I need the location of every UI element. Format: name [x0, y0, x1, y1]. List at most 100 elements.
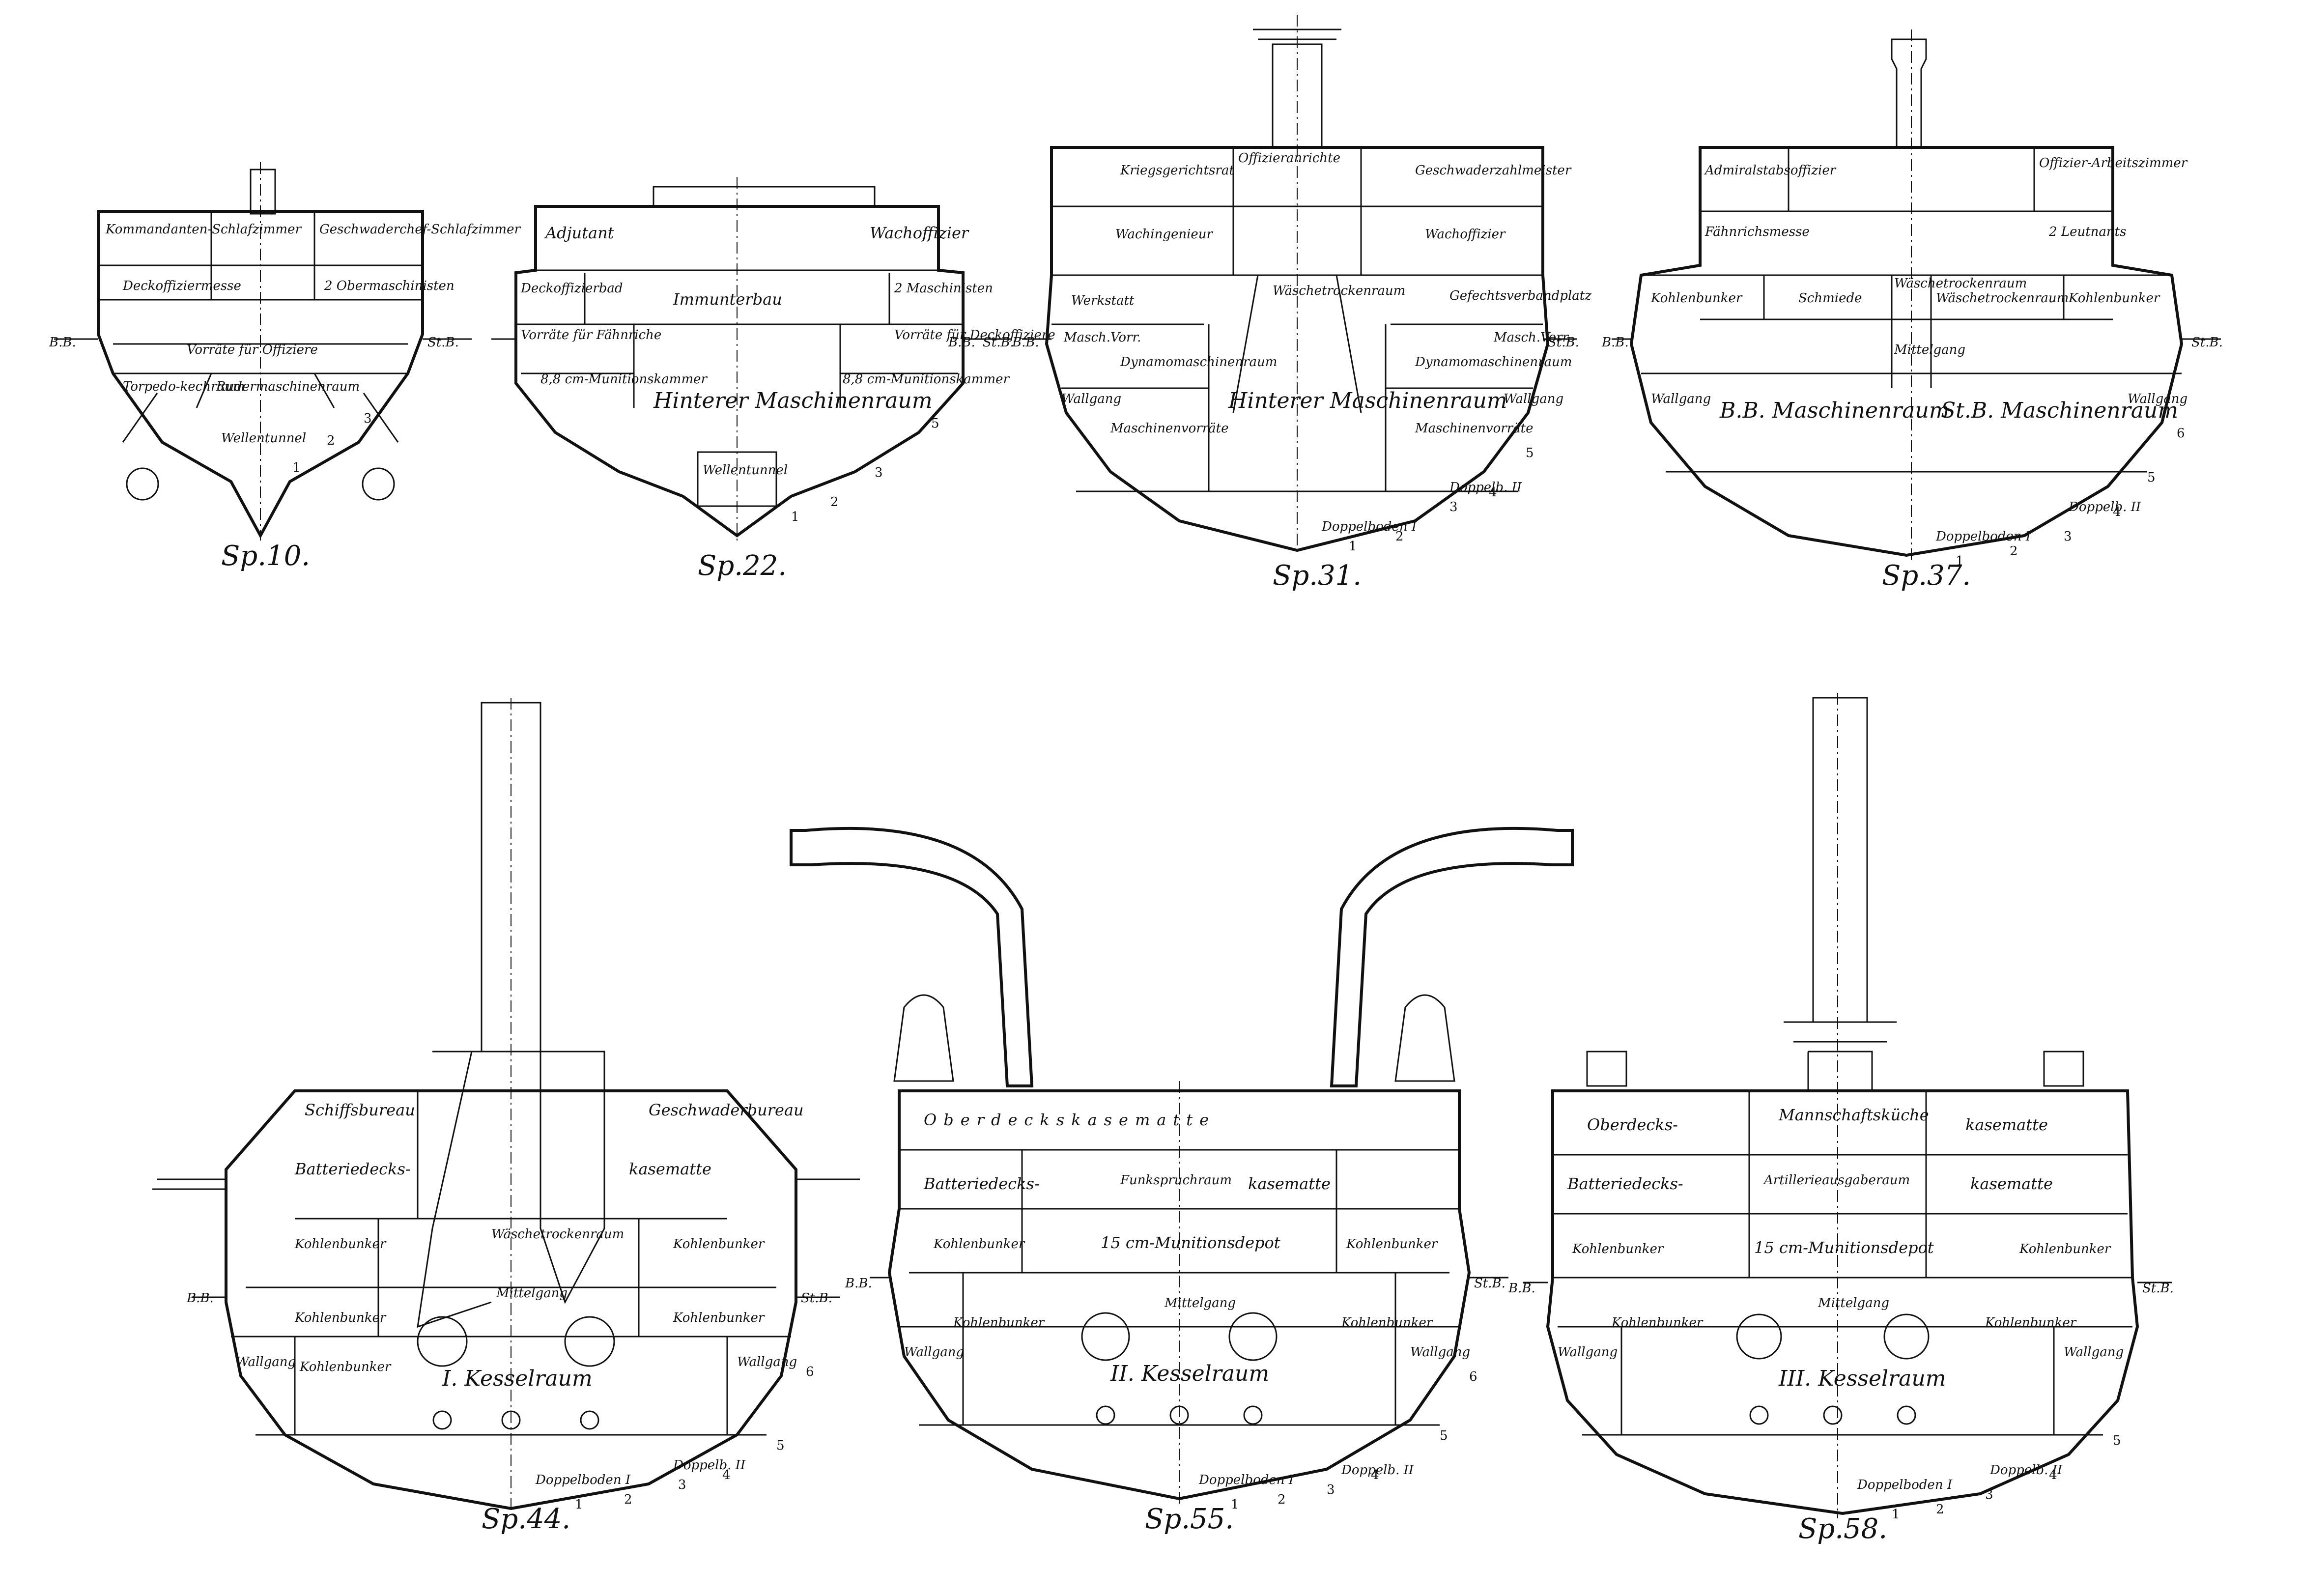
frame-number: 2: [327, 433, 335, 448]
section-sp37: B.B. St.B. Admiralstabsoffizier Offizier…: [1601, 29, 2223, 592]
room-label: Mittelgang: [1818, 1296, 1889, 1311]
room-label: 2 Obermaschinisten: [324, 279, 455, 293]
frame-number: 1: [1231, 1497, 1239, 1512]
room-label: Vorräte für Fähnriche: [521, 328, 661, 342]
room-label: I. Kesselraum: [442, 1366, 593, 1391]
section-caption: Sp.37.: [1882, 560, 1971, 592]
room-label: Wachingenieur: [1115, 227, 1214, 242]
room-label: Wellentunnel: [703, 463, 788, 478]
room-label: kasematte: [1965, 1115, 2048, 1134]
frame-number: 1: [791, 510, 799, 524]
room-label: Doppelboden I: [535, 1473, 631, 1487]
room-label: Oberdeckskasematte: [924, 1111, 1216, 1129]
room-label: Wallgang: [1504, 392, 1563, 406]
room-label: Fähnrichsmesse: [1704, 225, 1810, 239]
room-label: Wallgang: [2128, 392, 2187, 406]
side-label-bb: B.B.: [1601, 335, 1629, 350]
frame-number: 4: [1371, 1468, 1379, 1482]
section-caption: Sp.10.: [221, 540, 310, 572]
section-sp31: B.B. St.B. Kriegsgerichtsrat Offizieranr…: [1012, 15, 1591, 592]
room-label: Artillerieausgaberaum: [1763, 1173, 1910, 1188]
room-label: Wäschetrockenraum: [491, 1227, 624, 1242]
frame-number: 3: [875, 465, 883, 480]
side-label-bb: B.B.: [49, 335, 76, 350]
room-label: Wachoffizier: [870, 224, 969, 242]
room-label: Schmiede: [1798, 291, 1862, 306]
frame-number: 2: [2010, 544, 2018, 559]
room-label: kasematte: [1248, 1174, 1331, 1193]
side-label-bb: B.B.: [1012, 335, 1039, 350]
room-label: 8,8 cm-Munitionskammer: [843, 372, 1010, 387]
frame-number: 4: [1489, 485, 1497, 500]
room-label: Kommandanten-Schlafzimmer: [105, 222, 302, 237]
room-label: Vorräte für Deckoffiziere: [894, 328, 1055, 342]
section-caption: Sp.31.: [1273, 560, 1362, 592]
room-label: Doppelboden I: [1321, 519, 1417, 534]
room-label: Mittelgang: [496, 1286, 568, 1301]
section-sp22: B.B. St.B. Adjutant Wachoffizier Deckoff…: [491, 177, 1055, 582]
side-label-bb: B.B.: [1508, 1281, 1535, 1296]
frame-number: 3: [1449, 500, 1458, 514]
side-label-stb: St.B.: [983, 335, 1014, 350]
frame-number: 3: [1985, 1487, 1993, 1502]
section-caption: Sp.55.: [1145, 1503, 1234, 1535]
frame-number: 5: [2113, 1433, 2121, 1448]
room-label: Kohlenbunker: [673, 1311, 765, 1325]
room-label: Rudermaschinenraum: [216, 379, 360, 394]
frame-number: 4: [722, 1468, 731, 1482]
room-label: Geschwaderchef-Schlafzimmer: [319, 222, 521, 237]
frame-number: 4: [2049, 1468, 2057, 1482]
frame-number: 6: [1469, 1369, 1477, 1384]
frame-number: 1: [575, 1497, 583, 1512]
room-label: Batteriedecks-: [1567, 1174, 1683, 1193]
section-caption: Sp.22.: [698, 550, 787, 582]
room-label: Wäschetrockenraum: [1936, 291, 2069, 306]
room-label: Geschwaderbureau: [649, 1101, 804, 1119]
room-label: Maschinenvorräte: [1110, 421, 1229, 436]
side-label-bb: B.B.: [845, 1276, 872, 1291]
room-label: Batteriedecks-: [294, 1160, 411, 1178]
room-label: Offizieranrichte: [1238, 151, 1340, 166]
room-label: Kohlenbunker: [1985, 1315, 2077, 1330]
room-label: Masch.Vorr.: [1493, 330, 1571, 345]
room-label: 15 cm-Munitionsdepot: [1754, 1238, 1934, 1257]
room-label: Wallgang: [737, 1355, 797, 1369]
room-label: Wallgang: [2064, 1345, 2124, 1360]
room-label: Doppelboden I: [1935, 529, 2031, 544]
room-label: Kohlenbunker: [2019, 1242, 2111, 1256]
side-label-stb: St.B.: [427, 335, 459, 350]
room-label: Wallgang: [1558, 1345, 1618, 1360]
room-label: Doppelb. II: [2068, 500, 2141, 514]
room-label: Dynamomaschinenraum: [1120, 355, 1277, 370]
side-label-stb: St.B.: [1474, 1276, 1506, 1291]
room-label: Doppelb. II: [673, 1458, 746, 1473]
side-label-stb: St.B.: [2191, 335, 2223, 350]
room-label: Offizier-Arbeitszimmer: [2039, 156, 2188, 171]
frame-number: 1: [1349, 539, 1357, 554]
room-label: Mannschaftsküche: [1778, 1106, 1929, 1124]
section-sp55: B.B. St.B. Oberdeckskasematte Batteriede…: [790, 826, 1574, 1535]
room-label: Doppelb. II: [1989, 1463, 2063, 1478]
room-label: Kohlenbunker: [1572, 1242, 1664, 1256]
room-label: Masch.Vorr.: [1063, 330, 1141, 345]
room-label: Kohlenbunker: [1341, 1315, 1433, 1330]
frame-number: 1: [1956, 554, 1964, 569]
frame-number: 6: [806, 1365, 814, 1379]
room-label: Vorräte für Offiziere: [187, 342, 318, 357]
room-label: Kohlenbunker: [1650, 291, 1743, 306]
room-label: 15 cm-Munitionsdepot: [1101, 1233, 1280, 1252]
section-sp10: B.B. St.B. Kommandanten-Schlafzimmer Ges…: [49, 162, 521, 572]
frame-number: 3: [1327, 1482, 1335, 1497]
room-label: B.B. Maschinenraum: [1719, 398, 1950, 423]
room-label: Wallgang: [236, 1355, 296, 1369]
room-label: Wäschetrockenraum: [1273, 284, 1405, 298]
room-label: Kohlenbunker: [1611, 1315, 1704, 1330]
frame-number: 6: [2177, 426, 2185, 441]
room-label: Kohlenbunker: [673, 1237, 765, 1252]
room-label: Kohlenbunker: [953, 1315, 1045, 1330]
room-label: Immunterbau: [673, 290, 782, 309]
frame-number: 2: [830, 495, 839, 510]
room-label: kasematte: [1970, 1174, 2053, 1193]
room-label: Hinterer Maschinenraum: [653, 388, 933, 413]
